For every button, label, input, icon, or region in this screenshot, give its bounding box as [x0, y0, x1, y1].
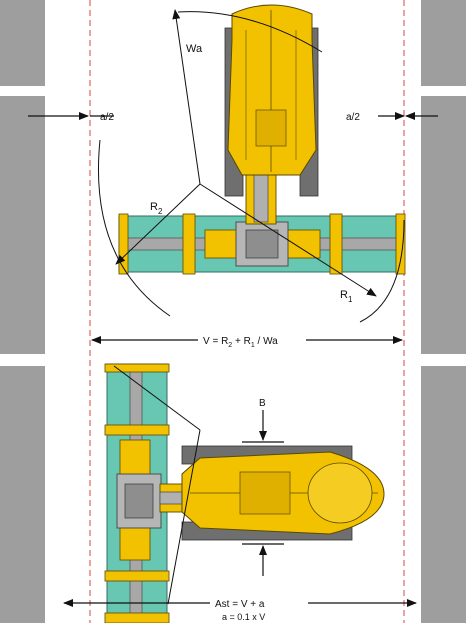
r1-arc	[359, 219, 405, 323]
b-label: B	[259, 398, 266, 409]
r2-radius-line	[115, 183, 201, 265]
r2-label: R2	[150, 201, 163, 216]
wa-radius-line	[172, 9, 201, 185]
wall-left-bottom	[0, 366, 45, 623]
boundary-guides	[89, 0, 405, 623]
wall-right-bottom	[421, 366, 466, 623]
r2-arc	[97, 139, 171, 317]
wall-right-top	[421, 0, 466, 86]
a-half-left-label: a/2	[100, 112, 114, 123]
r1-radius-line	[199, 183, 377, 297]
b-dimension	[242, 410, 284, 576]
ast-formula-label: Ast = V + a	[215, 599, 265, 610]
wall-left-top	[0, 0, 45, 86]
wa-label: Wa	[186, 43, 203, 55]
r1-label: R1	[340, 289, 353, 304]
a-half-right-label: a/2	[346, 112, 360, 123]
radius-geometry	[97, 9, 405, 323]
top-machine	[118, 4, 406, 275]
v-formula-label: V = R2 + R1 / Wa	[203, 336, 278, 349]
bottom-radius-geometry	[113, 365, 201, 605]
a-formula-label: a = 0.1 x V	[222, 612, 265, 622]
wa-arc	[177, 11, 323, 53]
bottom-machine	[104, 363, 385, 623]
bottom-radius-line-upper	[113, 365, 201, 431]
top-machine-body	[227, 4, 317, 176]
bottom-radius-line-lower	[167, 429, 201, 605]
wall-left-middle	[0, 96, 45, 354]
wall-right-middle	[421, 96, 466, 354]
bottom-cab	[307, 462, 373, 524]
